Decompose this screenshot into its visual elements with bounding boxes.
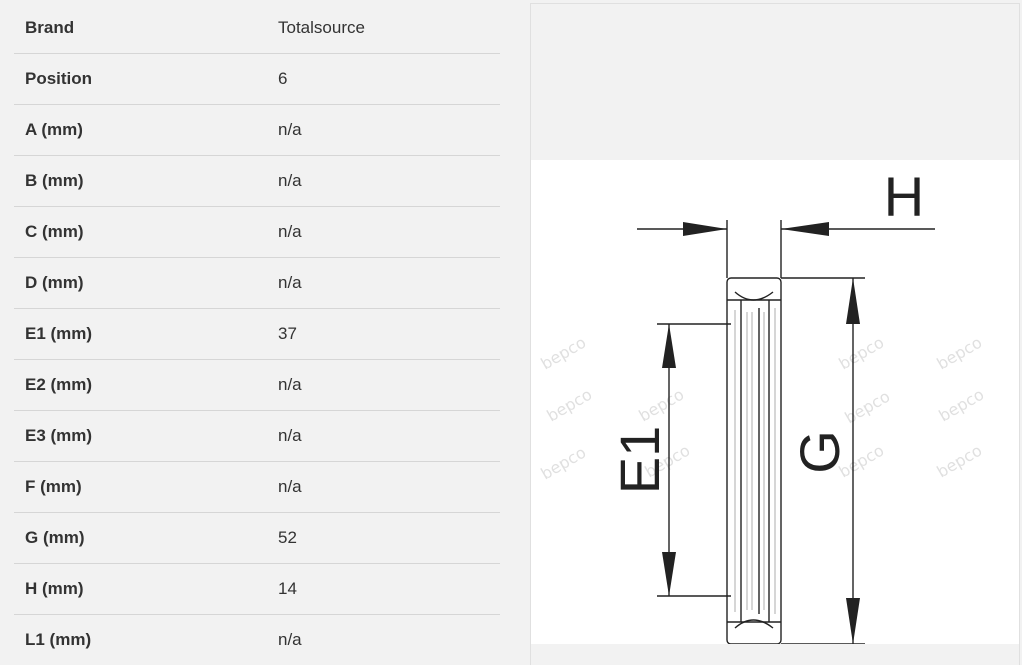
h-arrow-right <box>781 222 829 236</box>
spec-key: E3 (mm) <box>14 410 267 462</box>
spec-value: 52 <box>267 512 500 564</box>
spec-value: 6 <box>267 53 500 105</box>
e1-label: E1 <box>608 426 671 495</box>
table-row: D (mm)n/a <box>14 257 500 309</box>
spec-value: n/a <box>267 359 500 411</box>
table-row: B (mm)n/a <box>14 155 500 207</box>
table-row: L1 (mm) n/a <box>14 615 500 665</box>
spec-key: Brand <box>14 3 267 54</box>
table-row: E3 (mm)n/a <box>14 410 500 462</box>
table-row: F (mm)n/a <box>14 461 500 513</box>
spec-value: n/a <box>267 461 500 513</box>
e1-arrow-top <box>662 324 676 368</box>
spec-key: B (mm) <box>14 155 267 207</box>
table-row: H (mm)14 <box>14 563 500 615</box>
spec-key: D (mm) <box>14 257 267 309</box>
table-row: G (mm)52 <box>14 512 500 564</box>
part-inner-lines <box>734 308 776 614</box>
technical-drawing: bepco bepco bepco bepco bepco bepco bepc… <box>531 160 1019 644</box>
table-row: A (mm)n/a <box>14 104 500 156</box>
spec-value: n/a <box>267 257 500 309</box>
spec-key: C (mm) <box>14 206 267 258</box>
spec-value: n/a <box>267 104 500 156</box>
e1-dimension <box>657 323 731 597</box>
spec-value: 37 <box>267 308 500 360</box>
h-label: H <box>884 165 924 228</box>
g-arrow-bottom <box>846 598 860 644</box>
spec-key: L1 (mm) <box>25 630 92 649</box>
spec-value: 14 <box>267 563 500 615</box>
spec-value: Totalsource <box>267 3 500 54</box>
spec-key: Position <box>14 53 267 105</box>
table-row: C (mm)n/a <box>14 206 500 258</box>
spec-key: E1 (mm) <box>14 308 267 360</box>
g-arrow-top <box>846 278 860 324</box>
g-label: G <box>788 430 851 474</box>
table-row: E2 (mm)n/a <box>14 359 500 411</box>
spec-value: n/a <box>267 410 500 462</box>
spec-key: G (mm) <box>14 512 267 564</box>
e1-arrow-bottom <box>662 552 676 596</box>
table-row: E1 (mm)37 <box>14 308 500 360</box>
spec-value: n/a <box>278 630 302 649</box>
spec-key: E2 (mm) <box>14 359 267 411</box>
part-outline <box>726 277 782 644</box>
h-arrow-left <box>683 222 727 236</box>
g-dimension <box>781 277 865 644</box>
spec-key: H (mm) <box>14 563 267 615</box>
technical-drawing-panel: bepco bepco bepco bepco bepco bepco bepc… <box>530 3 1020 665</box>
spec-value: n/a <box>267 206 500 258</box>
spec-value: n/a <box>267 155 500 207</box>
spec-key: A (mm) <box>14 104 267 156</box>
spec-key: F (mm) <box>14 461 267 513</box>
